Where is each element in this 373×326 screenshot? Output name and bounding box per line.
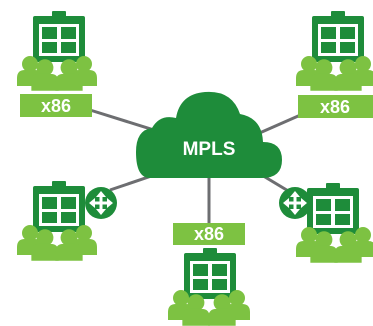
x86-label: x86: [320, 97, 350, 117]
site-top-right: x86: [296, 11, 373, 118]
mpls-cloud: MPLS: [136, 91, 282, 178]
link-top-right: [254, 111, 306, 137]
x86-badge-bottom: x86: [173, 223, 245, 245]
building-icon: [312, 11, 364, 62]
cloud-icon: [136, 91, 282, 178]
site-bottom: x86: [168, 223, 250, 326]
site-middle-left: [17, 181, 117, 261]
building-icon: [33, 181, 85, 232]
x86-label: x86: [194, 224, 224, 244]
building-icon: [33, 11, 85, 62]
site-top-left: x86: [17, 11, 97, 117]
x86-badge-top-right: x86: [298, 95, 373, 118]
router-arrows-icon: [279, 187, 311, 219]
cloud-label: MPLS: [183, 139, 236, 160]
site-middle-right: [279, 183, 373, 263]
building-icon: [307, 183, 359, 234]
x86-label: x86: [41, 96, 71, 116]
router-arrows-icon: [85, 187, 117, 219]
x86-badge-top-left: x86: [20, 94, 92, 117]
building-icon: [184, 248, 236, 299]
